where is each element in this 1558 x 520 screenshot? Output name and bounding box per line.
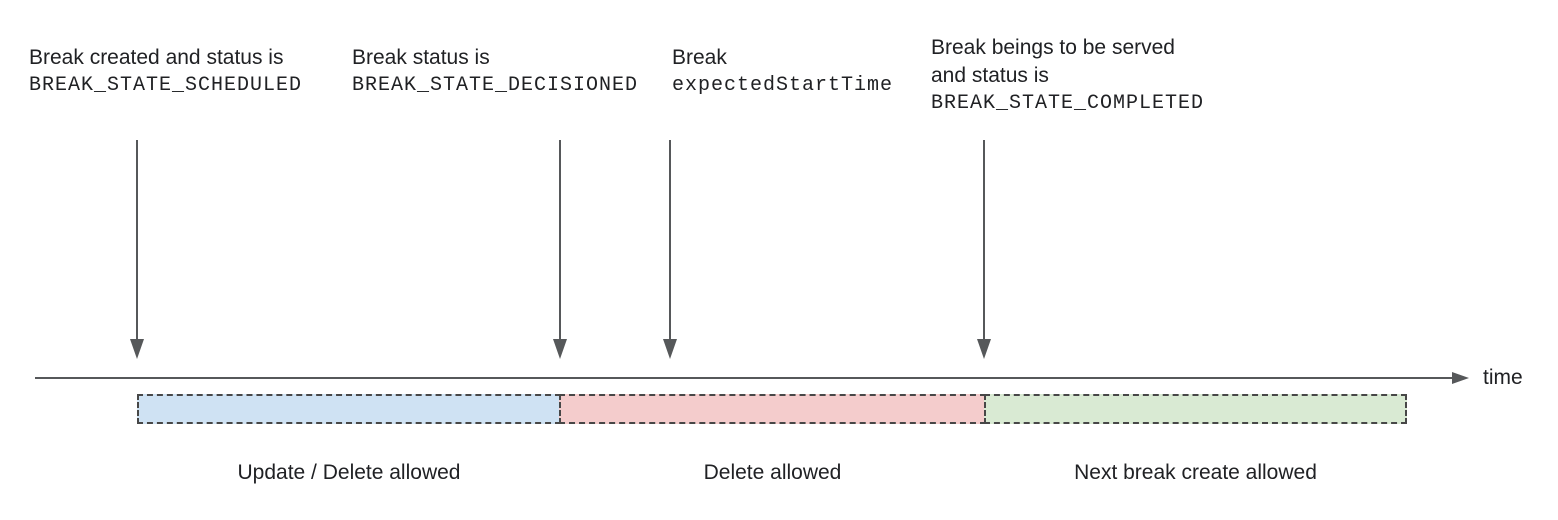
annotation-expected-start-time: Break expectedStartTime [672, 44, 893, 100]
arrow-shaft [136, 140, 138, 340]
segment-label-update-delete: Update / Delete allowed [237, 461, 461, 484]
segment-label-delete: Delete allowed [703, 461, 842, 484]
annotation-text: Break status is [352, 46, 490, 69]
time-axis [35, 377, 1453, 379]
annotation-code: expectedStartTime [672, 74, 894, 97]
annotation-text: and status is [931, 64, 1049, 87]
time-axis-label: time [1483, 366, 1523, 389]
annotation-break-decisioned: Break status is BREAK_STATE_DECISIONED [352, 44, 638, 100]
annotation-code: BREAK_STATE_DECISIONED [352, 74, 639, 97]
annotation-code: BREAK_STATE_COMPLETED [931, 92, 1205, 115]
annotation-text: Break [672, 46, 727, 69]
arrow-head [130, 339, 144, 359]
down-arrow-scheduled-icon [130, 140, 144, 359]
annotation-text: Break created and status is [29, 46, 284, 69]
annotation-break-scheduled: Break created and status is BREAK_STATE_… [29, 44, 302, 100]
annotation-text: Break beings to be served [931, 36, 1175, 59]
down-arrow-expected-start-icon [663, 140, 677, 359]
arrow-head [553, 339, 567, 359]
down-arrow-completed-icon [977, 140, 991, 359]
segment-next-break [984, 394, 1407, 424]
arrow-shaft [983, 140, 985, 340]
down-arrow-decisioned-icon [553, 140, 567, 359]
segment-update-delete [137, 394, 561, 424]
annotation-code: BREAK_STATE_SCHEDULED [29, 74, 303, 97]
arrow-shaft [669, 140, 671, 340]
segment-label-next-break: Next break create allowed [1074, 461, 1317, 484]
arrow-shaft [559, 140, 561, 340]
arrow-head [977, 339, 991, 359]
annotation-break-completed: Break beings to be served and status is … [931, 34, 1204, 118]
arrow-head [663, 339, 677, 359]
segment-delete [559, 394, 986, 424]
time-axis-arrowhead-icon [1452, 372, 1469, 384]
